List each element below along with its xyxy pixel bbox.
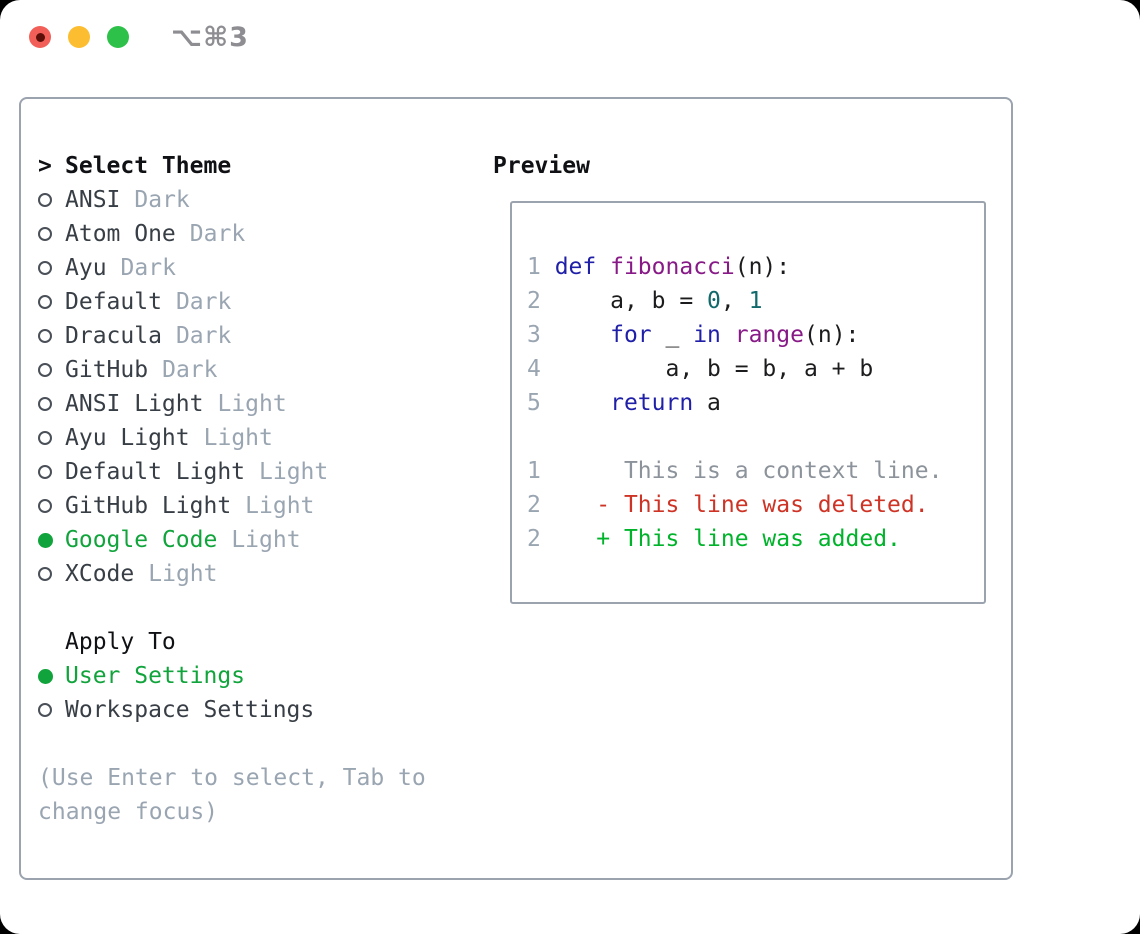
- theme-variant-tag: Dark: [175, 323, 232, 349]
- theme-variant-tag: Light: [231, 527, 301, 553]
- theme-name: Dracula: [65, 323, 162, 349]
- apply-to-title: Apply To: [65, 629, 176, 655]
- radio-unselected-icon: [38, 363, 65, 377]
- zoom-button[interactable]: [107, 26, 129, 48]
- theme-name: ANSI: [65, 187, 121, 213]
- theme-option-ansi-dark[interactable]: ANSI Dark: [38, 183, 483, 217]
- select-theme-header: > Select Theme: [38, 149, 483, 183]
- theme-name: Ayu: [65, 255, 107, 281]
- theme-name: Atom One: [65, 221, 176, 247]
- apply-to-header: Apply To: [38, 625, 483, 659]
- spacer: [38, 727, 483, 761]
- theme-variant-tag: Light: [203, 425, 273, 451]
- theme-variant-tag: Light: [259, 459, 329, 485]
- diff-added-line: 2 + This line was added.: [527, 526, 901, 552]
- theme-name: Default Light: [65, 459, 246, 485]
- radio-unselected-icon: [38, 431, 65, 445]
- spacer: [38, 591, 483, 625]
- radio-unselected-icon: [38, 465, 65, 479]
- unsaved-indicator-icon: [35, 32, 45, 42]
- code-line: 2 a, b = 0, 1: [527, 288, 763, 314]
- theme-name: Ayu Light: [65, 425, 190, 451]
- theme-option-ansi-light[interactable]: ANSI Light Light: [38, 387, 483, 421]
- help-text-line-1: (Use Enter to select, Tab to: [38, 765, 426, 791]
- radio-unselected-icon: [38, 227, 65, 241]
- theme-preview-pane: 1 def fibonacci(n): 2 a, b = 0, 1 3 for …: [510, 201, 986, 604]
- theme-name: GitHub Light: [65, 493, 232, 519]
- window-title: ⌥⌘3: [171, 21, 249, 53]
- preview-title: Preview: [493, 153, 590, 179]
- theme-variant-tag: Dark: [134, 187, 190, 213]
- apply-option-label: User Settings: [65, 663, 246, 689]
- theme-variant-tag: Light: [245, 493, 315, 519]
- code-line: 1 def fibonacci(n):: [527, 254, 791, 280]
- radio-unselected-icon: [38, 329, 65, 343]
- theme-variant-tag: Light: [148, 561, 218, 587]
- theme-option-google-code-light[interactable]: Google Code Light: [38, 523, 483, 557]
- theme-variant-tag: Dark: [175, 289, 232, 315]
- section-title: Select Theme: [65, 153, 232, 179]
- apply-option-user-settings[interactable]: User Settings: [38, 659, 483, 693]
- code-line: 4 a, b = b, a + b: [527, 356, 874, 382]
- theme-option-default-dark[interactable]: Default Dark: [38, 285, 483, 319]
- theme-variant-tag: Dark: [162, 357, 218, 383]
- theme-option-ayu-light[interactable]: Ayu Light Light: [38, 421, 483, 455]
- radio-selected-icon: [38, 532, 65, 548]
- code-preview: 1 def fibonacci(n): 2 a, b = 0, 1 3 for …: [512, 203, 984, 556]
- code-line: 3 for _ in range(n):: [527, 322, 860, 348]
- theme-name: GitHub: [65, 357, 149, 383]
- radio-unselected-icon: [38, 499, 65, 513]
- theme-option-github-dark[interactable]: GitHub Dark: [38, 353, 483, 387]
- theme-name: Google Code: [65, 527, 218, 553]
- radio-unselected-icon: [38, 295, 65, 309]
- theme-name: ANSI Light: [65, 391, 204, 417]
- theme-name: Default: [65, 289, 162, 315]
- theme-name: XCode: [65, 561, 135, 587]
- theme-variant-tag: Light: [217, 391, 287, 417]
- apply-option-label: Workspace Settings: [65, 697, 315, 723]
- theme-option-default-light[interactable]: Default Light Light: [38, 455, 483, 489]
- diff-context-line: 1 This is a context line.: [527, 458, 943, 484]
- focus-prompt-icon: >: [38, 153, 52, 179]
- radio-unselected-icon: [38, 261, 65, 275]
- theme-option-github-light[interactable]: GitHub Light Light: [38, 489, 483, 523]
- help-text-line-2: change focus): [38, 799, 219, 825]
- theme-list: > Select Theme ANSI Dark Atom One Dark A…: [38, 149, 483, 829]
- radio-unselected-icon: [38, 397, 65, 411]
- code-line-blank: [527, 420, 984, 454]
- titlebar: ⌥⌘3: [0, 0, 1140, 74]
- apply-option-workspace-settings[interactable]: Workspace Settings: [38, 693, 483, 727]
- theme-option-atom-one-dark[interactable]: Atom One Dark: [38, 217, 483, 251]
- radio-unselected-icon: [38, 703, 65, 717]
- code-line: 5 return a: [527, 390, 721, 416]
- theme-picker-panel: > Select Theme ANSI Dark Atom One Dark A…: [19, 97, 1013, 880]
- theme-variant-tag: Dark: [120, 255, 176, 281]
- theme-option-ayu-dark[interactable]: Ayu Dark: [38, 251, 483, 285]
- theme-option-xcode-light[interactable]: XCode Light: [38, 557, 483, 591]
- theme-option-dracula-dark[interactable]: Dracula Dark: [38, 319, 483, 353]
- minimize-button[interactable]: [68, 26, 90, 48]
- diff-deleted-line: 2 - This line was deleted.: [527, 492, 929, 518]
- close-button[interactable]: [29, 26, 51, 48]
- radio-unselected-icon: [38, 193, 65, 207]
- radio-unselected-icon: [38, 567, 65, 581]
- theme-variant-tag: Dark: [189, 221, 246, 247]
- radio-selected-icon: [38, 668, 65, 684]
